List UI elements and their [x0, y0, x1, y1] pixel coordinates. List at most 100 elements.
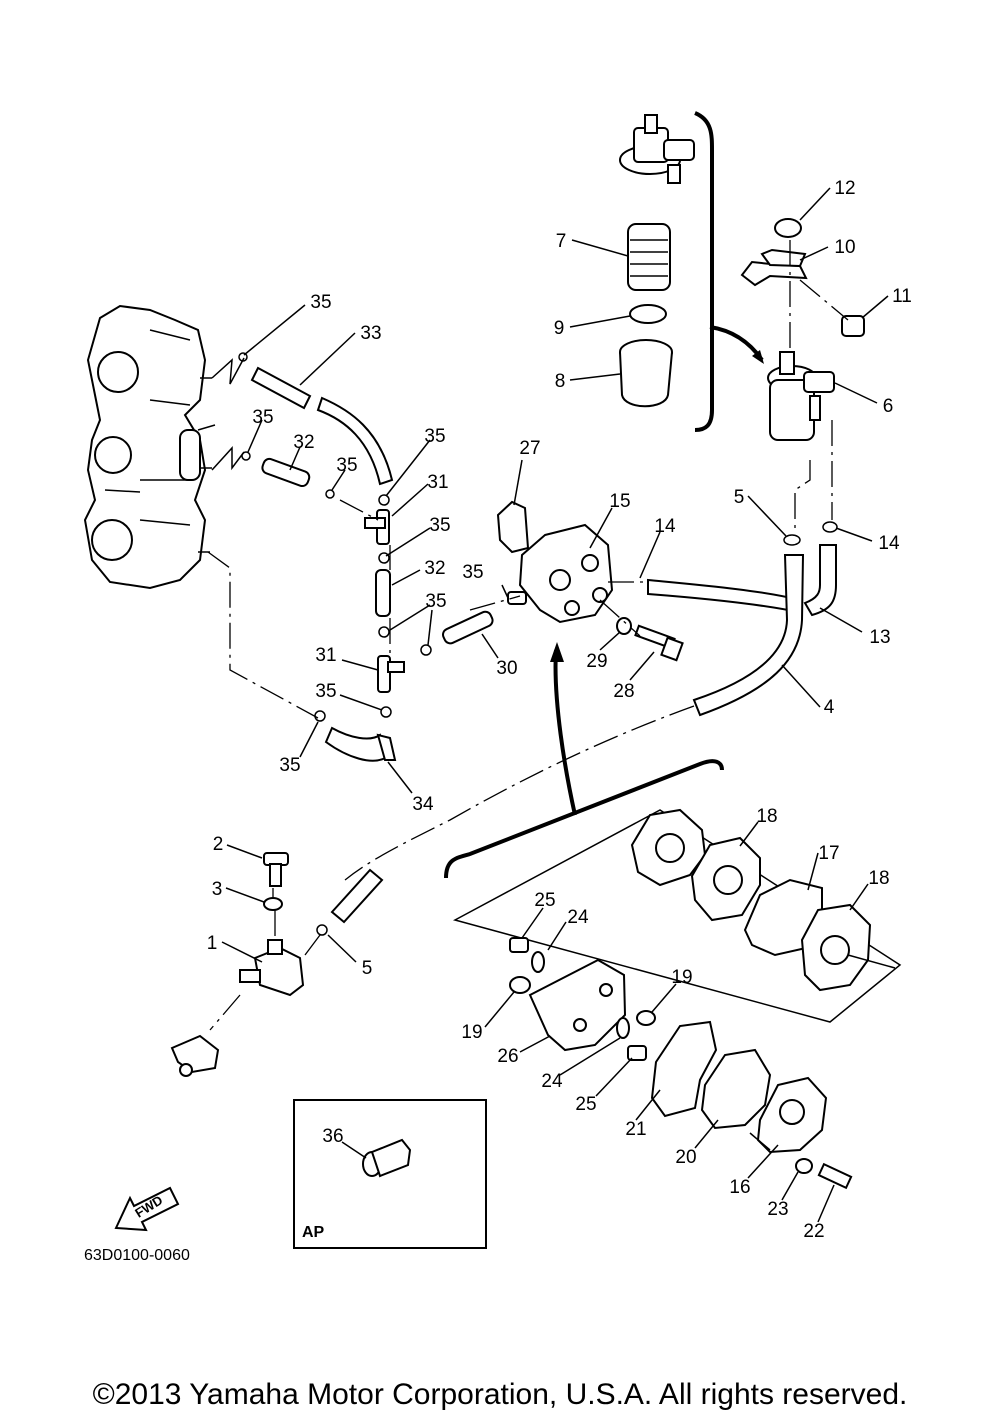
callout-21: 21: [625, 1119, 646, 1140]
callout-17: 17: [818, 843, 839, 864]
callout-35: 35: [252, 407, 273, 428]
joint-31-upper: [364, 509, 390, 545]
centerline-hose-4: [344, 705, 695, 881]
fuel-joint-1: [239, 939, 305, 997]
callout-10: 10: [834, 237, 855, 258]
hose-4-end: [330, 868, 384, 924]
callout-3: 3: [212, 879, 223, 900]
callout-24: 24: [541, 1071, 563, 1092]
callout-13: 13: [869, 627, 890, 648]
callout-35: 35: [462, 562, 483, 583]
callout-35: 35: [310, 292, 331, 313]
callout-36: 36: [322, 1126, 343, 1147]
bracket-10: [740, 248, 808, 287]
nut-12: [774, 218, 802, 238]
callout-11: 11: [892, 286, 912, 307]
callout-30: 30: [496, 658, 517, 679]
inset-box-ap: [293, 1099, 487, 1249]
washer-3: [263, 897, 283, 911]
oring-9: [629, 304, 667, 324]
callout-5: 5: [362, 958, 373, 979]
hose-32-upper: [261, 457, 311, 488]
callout-35: 35: [424, 426, 445, 447]
callout-19: 19: [461, 1022, 482, 1043]
clip-path-35b: [211, 446, 245, 471]
clip-path-35a: [211, 357, 245, 385]
hose-13: [803, 544, 837, 617]
hose-14-line: [647, 578, 802, 614]
callout-34: 34: [412, 794, 434, 815]
callout-15: 15: [609, 491, 630, 512]
callout-31: 31: [315, 645, 336, 666]
callout-29: 29: [586, 651, 607, 672]
callout-12: 12: [834, 178, 855, 199]
callout-35: 35: [336, 455, 357, 476]
hose-33: [250, 366, 394, 486]
hose-32-lower: [375, 569, 391, 617]
callout-32: 32: [293, 432, 314, 453]
screw-2: [263, 852, 289, 887]
leader-lines: [221, 187, 896, 1223]
callout-35: 35: [279, 755, 300, 776]
bracket-brace: [694, 111, 714, 432]
hose-joint-36: [362, 1138, 412, 1178]
gasket-plate-outline: [452, 809, 902, 1023]
filter-element-7: [627, 223, 671, 291]
pump-cover-parts: [650, 1020, 853, 1190]
callout-19: 19: [671, 967, 692, 988]
pump-body-26: [528, 958, 627, 1052]
copyright-notice: ©2013 Yamaha Motor Corporation, U.S.A. A…: [92, 1378, 908, 1411]
callout-24: 24: [567, 907, 589, 928]
callout-1: 1: [207, 933, 218, 954]
callout-26: 26: [497, 1046, 518, 1067]
callout-6: 6: [883, 396, 894, 417]
callout-9: 9: [554, 318, 565, 339]
centerline-filter: [789, 240, 849, 530]
washer-29: [616, 617, 632, 635]
bolt-28: [634, 624, 684, 662]
bolt-11: [841, 315, 865, 337]
callout-16: 16: [729, 1177, 750, 1198]
callout-35: 35: [315, 681, 336, 702]
callout-28: 28: [613, 681, 634, 702]
hose-34: [324, 726, 387, 762]
cylinder-block: [83, 304, 216, 590]
callout-20: 20: [675, 1147, 696, 1168]
callout-23: 23: [767, 1199, 788, 1220]
callout-8: 8: [555, 371, 566, 392]
hose-4: [692, 554, 805, 717]
filter-cup-8: [619, 339, 673, 408]
inset-label: AP: [302, 1224, 325, 1241]
callout-2: 2: [213, 834, 224, 855]
hose-30: [442, 610, 494, 645]
joint-31-lower: [377, 655, 405, 693]
diaphragm-parts: [630, 808, 872, 992]
callout-35: 35: [429, 515, 450, 536]
callout-22: 22: [803, 1221, 824, 1242]
callout-31: 31: [427, 472, 448, 493]
callout-7: 7: [556, 231, 567, 252]
callout-32: 32: [424, 558, 445, 579]
drawing-number: 63D0100-0060: [84, 1247, 190, 1264]
arrow-to-pump: [553, 649, 577, 816]
fuel-filter-body-top: [619, 114, 695, 184]
screws-washers: [509, 937, 656, 1061]
callout-5: 5: [734, 487, 745, 508]
callout-25: 25: [534, 890, 555, 911]
callout-18: 18: [756, 806, 777, 827]
callout-25: 25: [575, 1094, 596, 1115]
callout-14: 14: [878, 533, 900, 554]
callout-33: 33: [360, 323, 381, 344]
centerline-pump: [469, 581, 645, 637]
connector-plug: [170, 1034, 220, 1077]
centerline-hoses: [207, 499, 391, 719]
callout-35: 35: [425, 591, 446, 612]
callout-labels: 35 33 35 32 35 35 31 35 32 35 35 31 35 3…: [207, 178, 912, 1242]
callout-4: 4: [824, 697, 835, 718]
fwd-arrow-icon: [114, 1186, 180, 1232]
callout-27: 27: [519, 438, 540, 459]
bracket-pump-exploded: [444, 759, 724, 879]
fuel-pump-assembly-15: [496, 500, 614, 624]
fuel-filter-assembly-6: [767, 351, 835, 441]
